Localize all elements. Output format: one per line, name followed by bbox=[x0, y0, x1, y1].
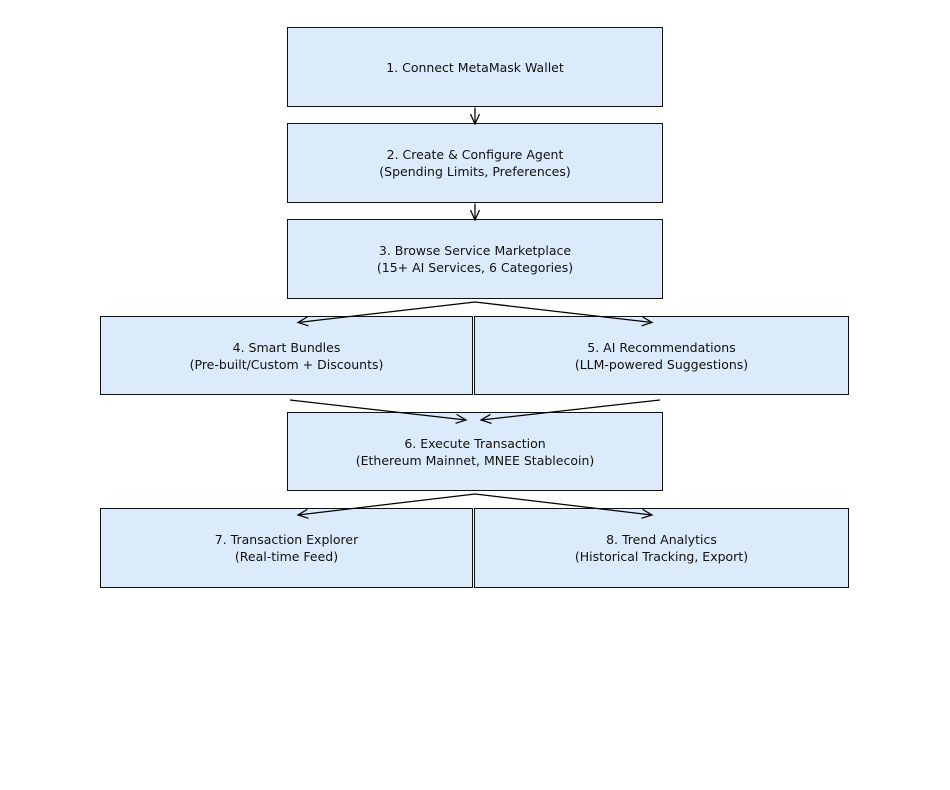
node-title: 8. Trend Analytics bbox=[606, 532, 717, 547]
node-title: 7. Transaction Explorer bbox=[214, 532, 359, 547]
flow-node-create-agent: 2. Create & Configure Agent (Spending Li… bbox=[287, 123, 663, 203]
node-subtitle: (Historical Tracking, Export) bbox=[574, 549, 749, 564]
node-title: 3. Browse Service Marketplace bbox=[378, 243, 572, 258]
flow-node-trend-analytics: 8. Trend Analytics (Historical Tracking,… bbox=[474, 508, 849, 588]
node-subtitle: (Spending Limits, Preferences) bbox=[379, 164, 571, 179]
flow-node-browse-marketplace: 3. Browse Service Marketplace (15+ AI Se… bbox=[287, 219, 663, 299]
node-subtitle: (LLM-powered Suggestions) bbox=[574, 356, 749, 372]
flow-node-connect-wallet: 1. Connect MetaMask Wallet bbox=[287, 27, 663, 107]
node-subtitle: (15+ AI Services, 6 Categories) bbox=[376, 260, 574, 275]
node-title: 6. Execute Transaction bbox=[404, 435, 546, 451]
node-title: 2. Create & Configure Agent bbox=[386, 147, 564, 162]
flow-node-transaction-explorer: 7. Transaction Explorer (Real-time Feed) bbox=[100, 508, 473, 588]
flow-node-ai-recommendations: 5. AI Recommendations (LLM-powered Sugge… bbox=[474, 316, 849, 395]
node-title: 1. Connect MetaMask Wallet bbox=[386, 59, 564, 75]
node-subtitle: (Real-time Feed) bbox=[234, 549, 339, 564]
node-subtitle: (Pre-built/Custom + Discounts) bbox=[189, 356, 384, 372]
node-title: 4. Smart Bundles bbox=[232, 339, 341, 355]
flow-node-execute-transaction: 6. Execute Transaction (Ethereum Mainnet… bbox=[287, 412, 663, 491]
node-subtitle: (Ethereum Mainnet, MNEE Stablecoin) bbox=[355, 452, 595, 468]
node-title: 5. AI Recommendations bbox=[587, 339, 736, 355]
flow-node-smart-bundles: 4. Smart Bundles (Pre-built/Custom + Dis… bbox=[100, 316, 473, 395]
